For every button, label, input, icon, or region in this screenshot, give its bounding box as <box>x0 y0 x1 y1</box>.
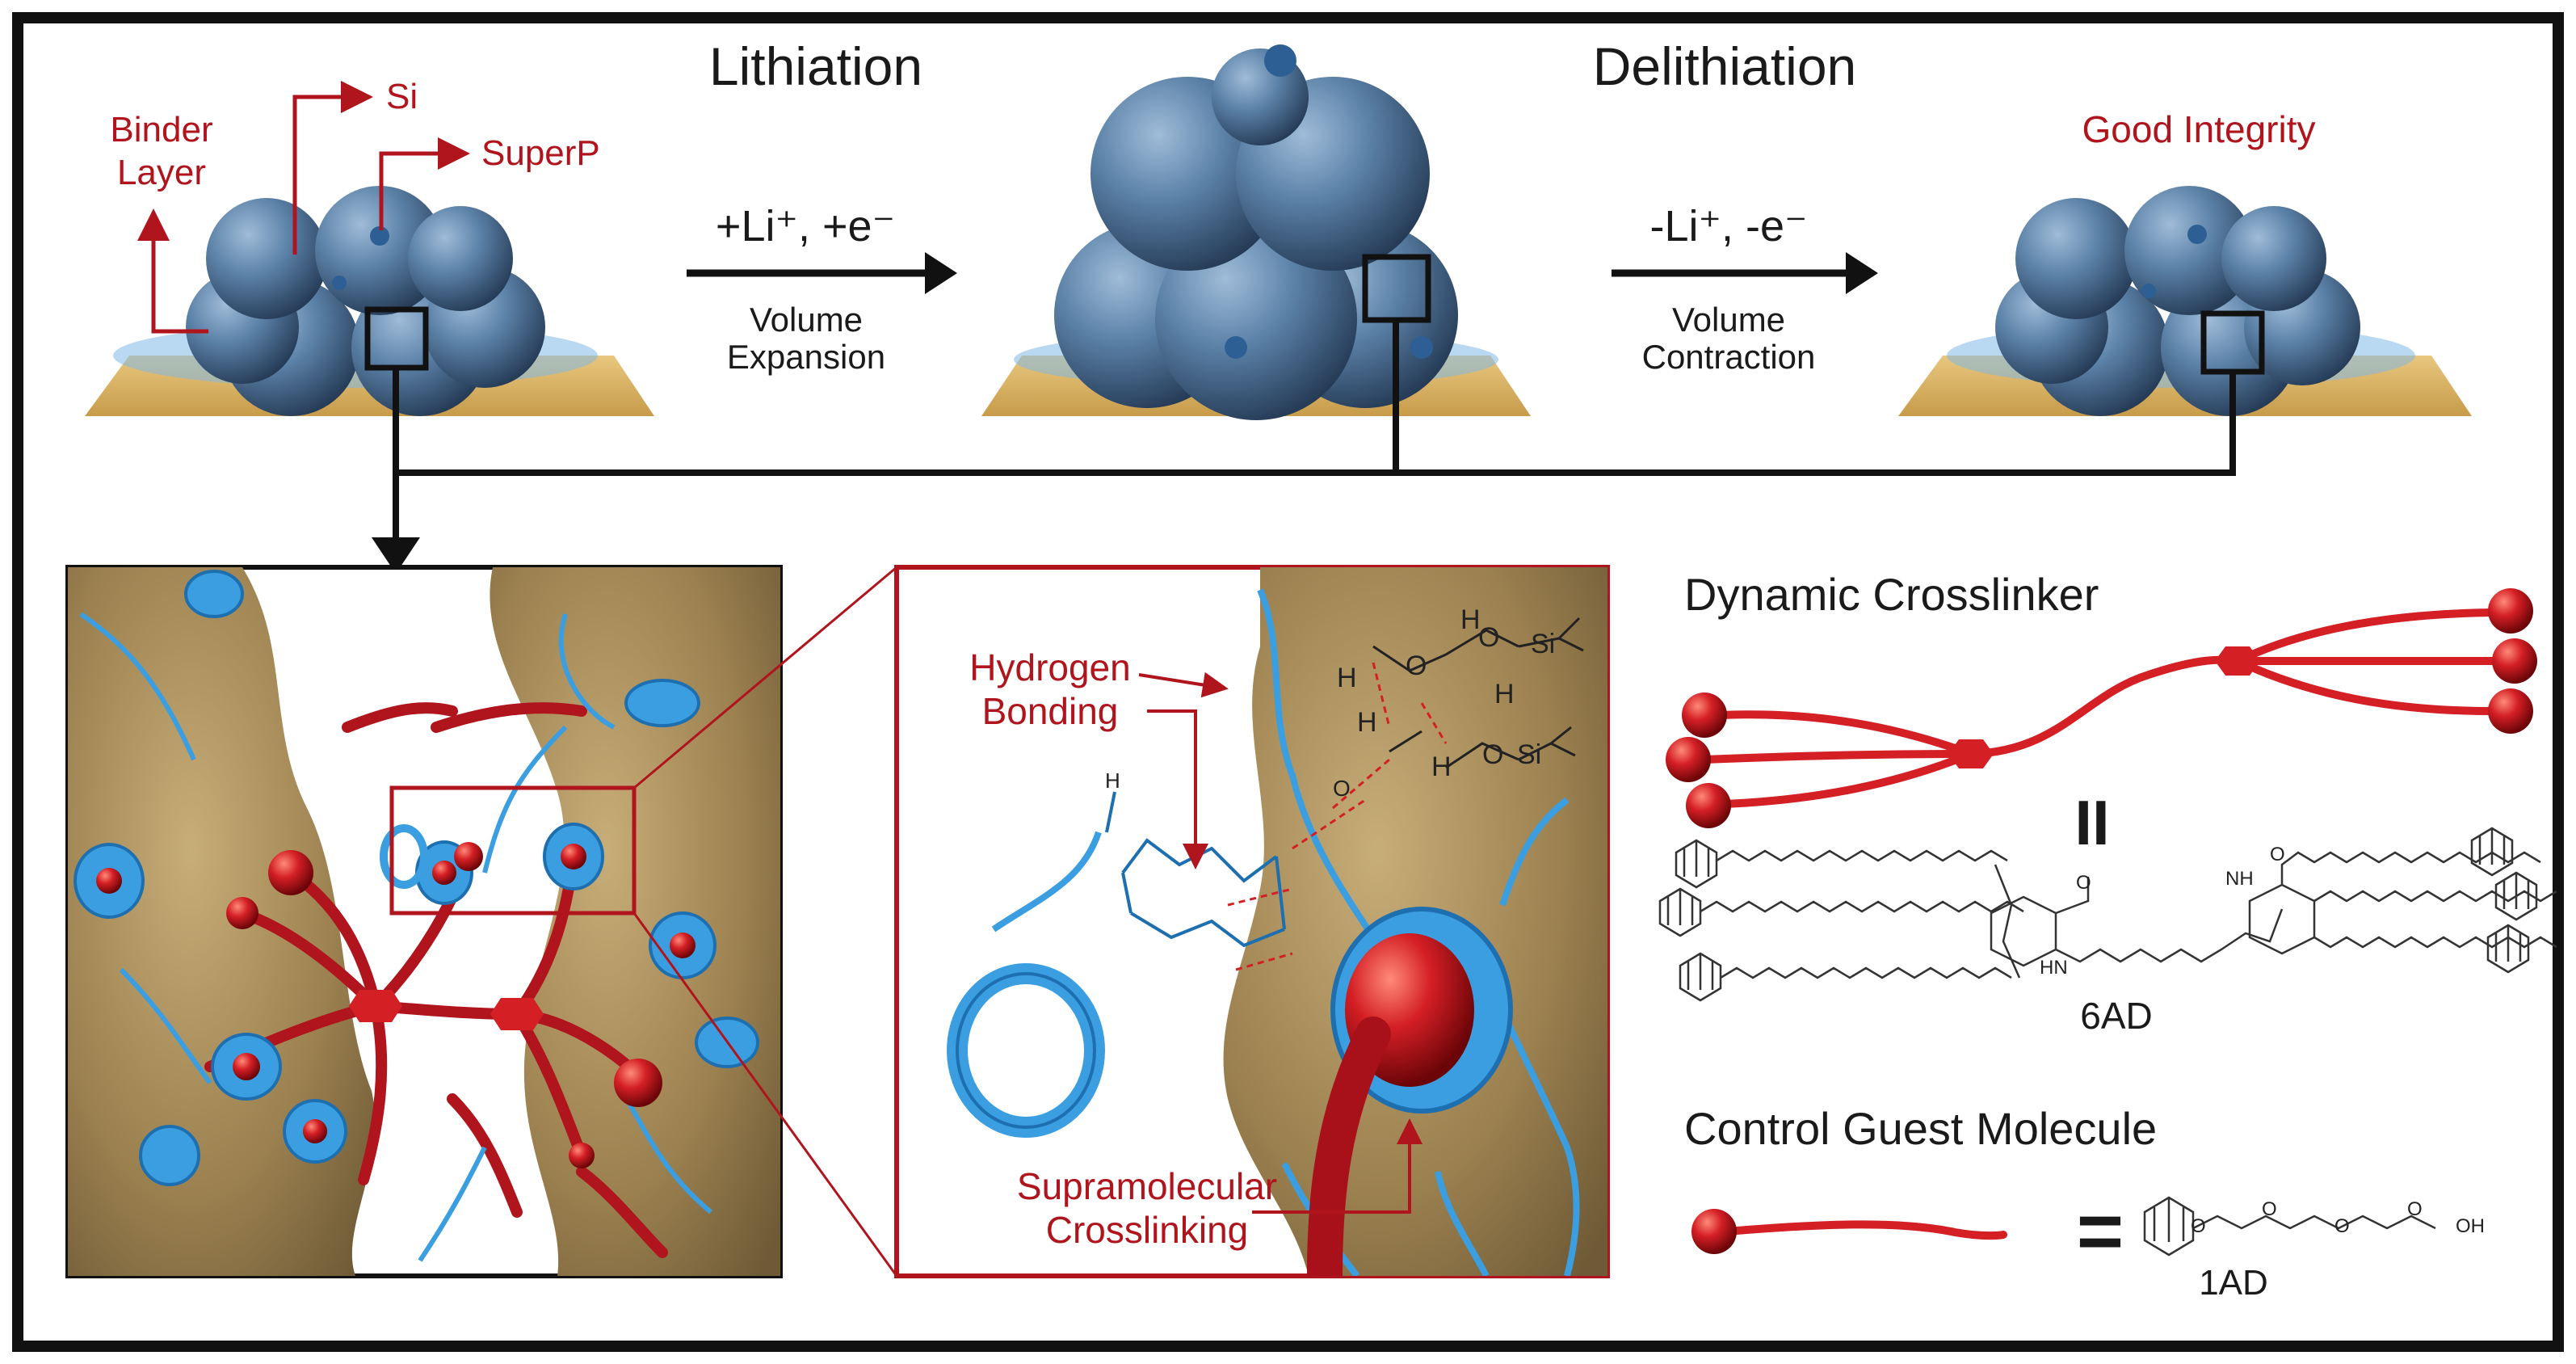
atom-o: O <box>2334 1215 2350 1237</box>
adamantane-icon <box>1675 839 1718 889</box>
atom-o: O <box>2270 844 2285 865</box>
delithiation-volume: Volume <box>1672 301 1785 339</box>
lithiation-expansion: Expansion <box>727 338 885 376</box>
supramolecular-label-2: Crosslinking <box>1046 1209 1249 1251</box>
supramolecular-label-1: Supramolecular <box>1017 1165 1277 1207</box>
hydrogen-bonding-label-1: Hydrogen <box>969 646 1130 688</box>
atom-h: H <box>1105 768 1120 793</box>
crosslinker-schematic <box>1666 588 2537 828</box>
one-ad-label: 1AD <box>2199 1263 2268 1303</box>
atom-o: O <box>1333 776 1351 801</box>
atom-o: O <box>2407 1198 2423 1220</box>
hydrogen-bonding-label-2: Bonding <box>982 690 1119 732</box>
electrode-expanded <box>981 44 1531 420</box>
lithiation-title: Lithiation <box>709 36 922 96</box>
lithiation-conditions: +Li⁺, +e⁻ <box>716 202 895 250</box>
equals-vertical: II <box>2074 787 2109 858</box>
electrode-initial <box>85 186 654 416</box>
atom-h: H <box>1460 604 1481 635</box>
atom-o: O <box>2076 872 2091 894</box>
connector-lines <box>393 320 2236 551</box>
good-integrity-label: Good Integrity <box>2082 108 2316 150</box>
atom-h: H <box>1494 679 1515 709</box>
binder-label-1: Binder <box>110 110 212 149</box>
one-ad-structure <box>2143 1196 2436 1257</box>
arrow-down-icon <box>372 537 420 574</box>
adamantane-icon <box>2494 871 2538 921</box>
atom-o: O <box>2262 1198 2277 1220</box>
si-label: Si <box>386 77 418 116</box>
outer-frame <box>12 12 2564 1352</box>
dynamic-crosslinker-title: Dynamic Crosslinker <box>1684 569 2099 620</box>
atom-o: O <box>1406 650 1427 681</box>
adamantane-icon <box>2470 827 2514 877</box>
nh-label: NH <box>2225 868 2254 890</box>
atom-h: H <box>1357 707 1377 738</box>
six-ad-structure <box>1658 827 2557 1002</box>
arrow-right-icon-head <box>1846 252 1878 294</box>
atom-h: H <box>1337 663 1357 693</box>
atom-o: O <box>1482 739 1503 770</box>
zoom-lines <box>632 566 898 1277</box>
zoom-panel: H H O O H Si O Si H H O H <box>894 565 1610 1278</box>
binder-label-2: Layer <box>117 153 206 192</box>
delithiation-conditions: -Li⁺, -e⁻ <box>1649 202 1807 250</box>
adamantane-icon <box>1679 952 1722 1002</box>
lithiation-volume: Volume <box>750 301 863 339</box>
equals-sign: = <box>2077 1186 2124 1277</box>
superp-label: SuperP <box>481 133 600 173</box>
binder-network-panel <box>65 565 783 1278</box>
oh-label: OH <box>2456 1215 2485 1237</box>
adamantane-icon <box>2143 1196 2195 1257</box>
atom-o: O <box>1478 622 1499 653</box>
adamantane-icon <box>1658 887 1702 937</box>
control-guest-title: Control Guest Molecule <box>1684 1103 2157 1154</box>
label-arrows <box>137 81 470 334</box>
atom-si: Si <box>1531 629 1555 659</box>
delithiation-title: Delithiation <box>1593 36 1857 96</box>
guest-molecule-schematic <box>1691 1209 2007 1254</box>
atom-o: O <box>2191 1215 2206 1237</box>
arrow-right-icon-head <box>925 252 957 294</box>
atom-si: Si <box>1517 739 1541 770</box>
annotation-arrows <box>1138 671 1422 1214</box>
adamantane-icon <box>2486 924 2530 974</box>
electrode-recovered <box>1898 186 2472 416</box>
hn-label: HN <box>2040 957 2068 979</box>
six-ad-label: 6AD <box>2080 995 2152 1037</box>
delithiation-contraction: Contraction <box>1642 338 1816 376</box>
atom-h: H <box>1431 751 1452 782</box>
